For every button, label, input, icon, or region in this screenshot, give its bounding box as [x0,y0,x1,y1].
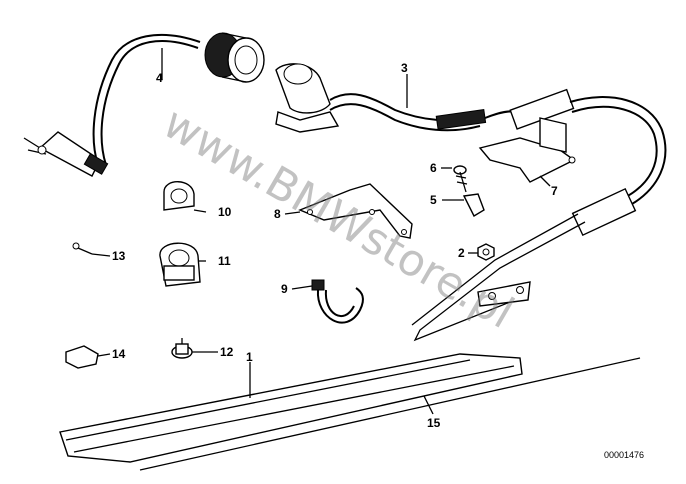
callout-15: 15 [427,416,441,430]
part-14-nut [65,345,99,369]
part-11-clamp [159,242,201,287]
callout-13: 13 [112,249,126,263]
part-10-clamp [163,181,195,211]
callout-2: 2 [458,246,465,260]
reference-number: 00001476 [604,450,644,460]
callout-11: 11 [218,254,231,268]
part-8-bracket-plate [298,183,413,239]
callout-4: 4 [156,71,163,85]
part-1-rail [59,353,523,463]
callout-3: 3 [401,61,408,75]
callout-6: 6 [430,161,437,175]
leader-lines [91,48,551,415]
callout-5: 5 [430,193,437,207]
part-5-clip [462,193,485,217]
part-3-heater-cable [275,63,667,342]
part-9-cable-tie [311,279,364,324]
callout-9: 9 [281,282,288,296]
part-13-screw [72,242,93,255]
watermark-text: www.BMWstore.pl [155,97,523,339]
callout-7: 7 [551,184,558,198]
callout-8: 8 [274,207,281,221]
part-7-bracket [478,117,576,183]
callout-14: 14 [112,347,126,361]
part-2-nut [477,243,495,261]
callout-10: 10 [218,205,232,219]
part-12-bolt [171,338,193,359]
callout-1: 1 [246,350,253,364]
callout-12: 12 [220,345,234,359]
part-6-screw [453,165,468,193]
part-4-mains-cable [23,32,265,177]
part-15-line [139,357,641,471]
